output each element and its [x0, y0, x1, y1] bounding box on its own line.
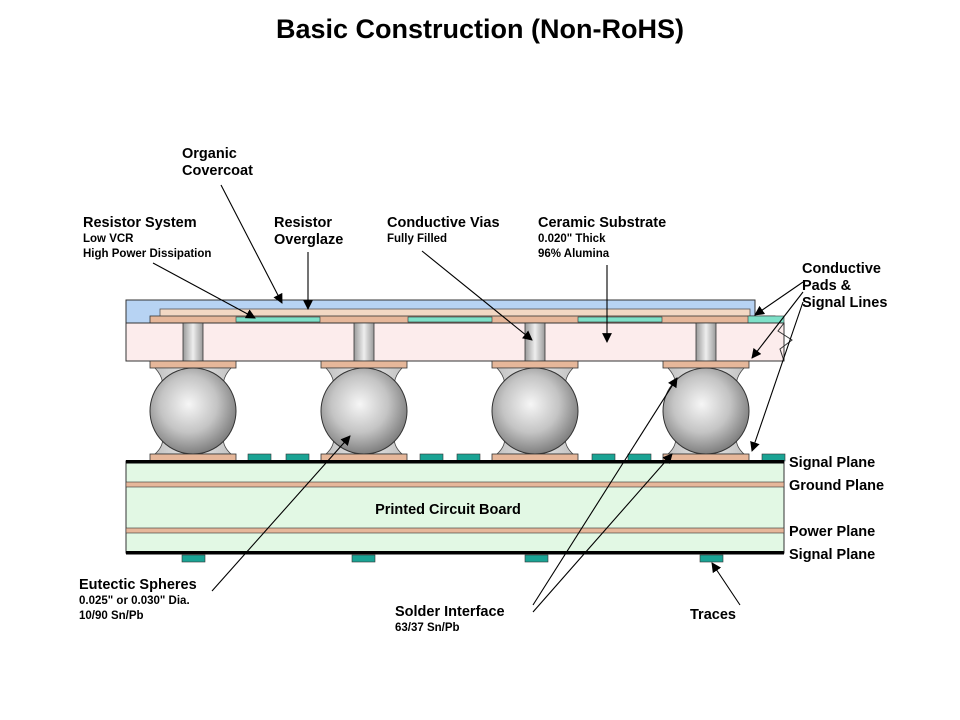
- conductive-via: [524, 322, 546, 362]
- pcb-trace: [591, 453, 616, 462]
- leader-lines: [152, 184, 804, 613]
- page-title: Basic Construction (Non-RoHS): [276, 14, 684, 44]
- ceramic-substrate-label: Ceramic Substrate 0.020" Thick 96% Alumi…: [538, 215, 667, 260]
- solder-interface-label: Solder Interface 63/37 Sn/Pb: [395, 604, 505, 634]
- pcb-trace: [456, 453, 481, 462]
- substrate-pad: [662, 360, 750, 369]
- pcb-pad: [320, 453, 408, 462]
- pcb-trace: [419, 453, 444, 462]
- solder-joint: [149, 367, 237, 455]
- pcb-trace: [247, 453, 272, 462]
- substrate-pad: [491, 360, 579, 369]
- ground-plane: [125, 481, 785, 488]
- resistor-system-label: Resistor System Low VCR High Power Dissi…: [83, 215, 212, 260]
- pcb-trace-bottom: [524, 554, 549, 563]
- substrate-pad: [149, 360, 237, 369]
- top-pad-right: [747, 315, 785, 324]
- resistor-element: [407, 316, 493, 323]
- pcb-trace: [285, 453, 310, 462]
- conductive-pads-label: Conductive Pads & Signal Lines: [802, 261, 888, 311]
- pcb-trace-bottom: [351, 554, 376, 563]
- conductive-via: [182, 322, 204, 362]
- signal-plane-top-label: Signal Plane: [789, 455, 876, 471]
- signal-plane-bottom: [126, 551, 784, 555]
- solder-joint: [662, 367, 750, 455]
- signal-plane-bottom-label: Signal Plane: [789, 547, 876, 563]
- pcb-pad: [491, 453, 579, 462]
- substrate-pad: [320, 360, 408, 369]
- ceramic-substrate: [125, 322, 785, 362]
- pcb-pad: [662, 453, 750, 462]
- signal-plane-top: [126, 460, 784, 464]
- power-plane: [125, 527, 785, 534]
- eutectic-sphere: [491, 367, 579, 455]
- eutectic-sphere: [149, 367, 237, 455]
- substrate-break: [777, 322, 793, 362]
- pcb-trace: [627, 453, 652, 462]
- organic-covercoat-label: Organic Covercoat: [182, 146, 253, 179]
- solder-joint: [320, 367, 408, 455]
- pcb-label: Printed Circuit Board: [375, 502, 521, 518]
- resistor-element: [235, 316, 321, 323]
- eutectic-sphere: [320, 367, 408, 455]
- conductive-via: [353, 322, 375, 362]
- pcb-trace-bottom: [699, 554, 724, 563]
- resistor-overglaze-label: Resistor Overglaze: [274, 215, 344, 248]
- eutectic-spheres-label: Eutectic Spheres 0.025" or 0.030" Dia. 1…: [79, 577, 197, 622]
- solder-joint: [491, 367, 579, 455]
- ground-plane-label: Ground Plane: [789, 478, 885, 494]
- conductive-vias-label: Conductive Vias Fully Filled: [387, 215, 500, 245]
- pcb-trace: [761, 453, 786, 462]
- conductive-via: [695, 322, 717, 362]
- traces-label: Traces: [690, 607, 736, 623]
- power-plane-label: Power Plane: [789, 524, 876, 540]
- eutectic-sphere: [662, 367, 750, 455]
- pcb-pad: [149, 453, 237, 462]
- pcb-trace-bottom: [181, 554, 206, 563]
- printed-circuit-board: [125, 460, 785, 554]
- resistor-element: [577, 316, 663, 323]
